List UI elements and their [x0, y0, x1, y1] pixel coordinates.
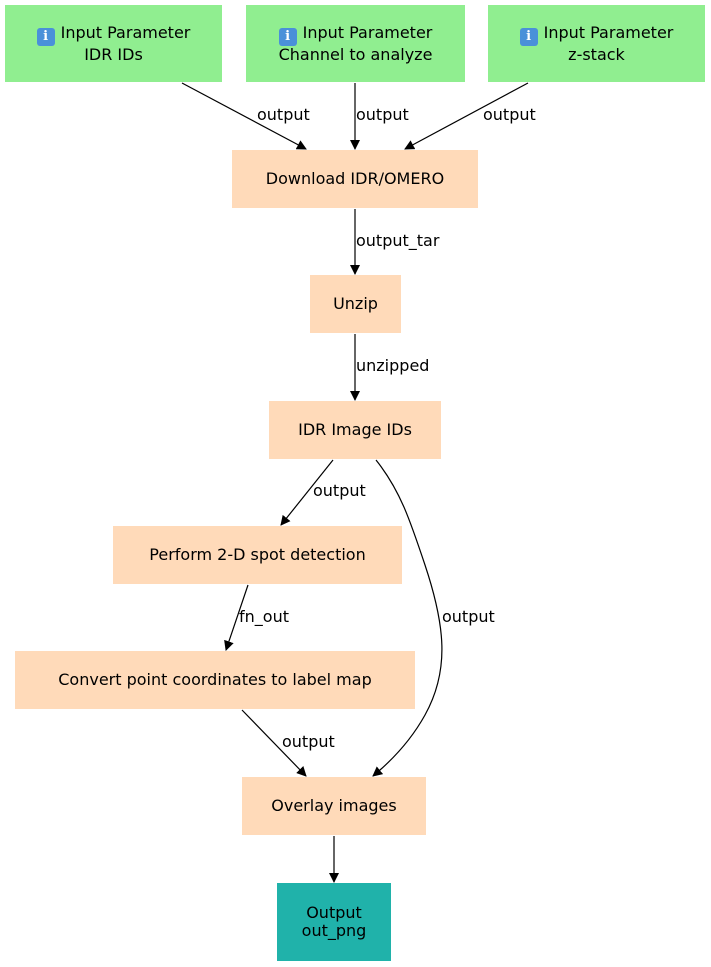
info-icon: i: [278, 27, 297, 46]
edge-label: output: [483, 105, 536, 124]
edge-label: output: [356, 105, 409, 124]
input-node-idr-ids[interactable]: i Input Parameter IDR IDs: [5, 5, 222, 82]
edge-label: output: [313, 481, 366, 500]
input-name: Channel to analyze: [278, 44, 433, 64]
edge-spot-to-convert: [224, 584, 249, 651]
input-node-zstack[interactable]: i Input Parameter z-stack: [488, 5, 705, 82]
input-title: Input Parameter: [60, 22, 191, 42]
edge-label: unzipped: [356, 356, 430, 375]
output-title: Output: [306, 903, 362, 922]
edge-label: output: [257, 105, 310, 124]
step-download-idr-omero[interactable]: Download IDR/OMERO: [232, 150, 478, 208]
edge-idrids-to-overlay: [372, 459, 443, 777]
input-title: Input Parameter: [543, 22, 674, 42]
edge-label: output_tar: [356, 231, 440, 250]
edge-zstack-to-download: [404, 82, 529, 150]
edge-label: output: [442, 607, 495, 626]
info-icon: i: [519, 27, 538, 46]
input-node-channel[interactable]: i Input Parameter Channel to analyze: [246, 5, 465, 82]
input-name: IDR IDs: [84, 44, 143, 64]
edge-ids-to-download: [181, 82, 307, 150]
step-spot-detection[interactable]: Perform 2-D spot detection: [113, 526, 402, 584]
step-overlay-images[interactable]: Overlay images: [242, 777, 426, 835]
edge-label: fn_out: [239, 607, 289, 626]
output-node-out-png[interactable]: Output out_png: [277, 883, 391, 961]
edge-convert-to-overlay: [241, 709, 307, 777]
step-convert-coordinates[interactable]: Convert point coordinates to label map: [15, 651, 415, 709]
step-idr-image-ids[interactable]: IDR Image IDs: [269, 401, 441, 459]
output-name: out_png: [301, 921, 367, 940]
input-title: Input Parameter: [302, 22, 433, 42]
step-unzip[interactable]: Unzip: [310, 275, 401, 333]
input-name: z-stack: [568, 44, 625, 64]
edge-label: output: [282, 732, 335, 751]
edge-idrids-to-spot: [280, 459, 334, 526]
info-icon: i: [36, 27, 55, 46]
